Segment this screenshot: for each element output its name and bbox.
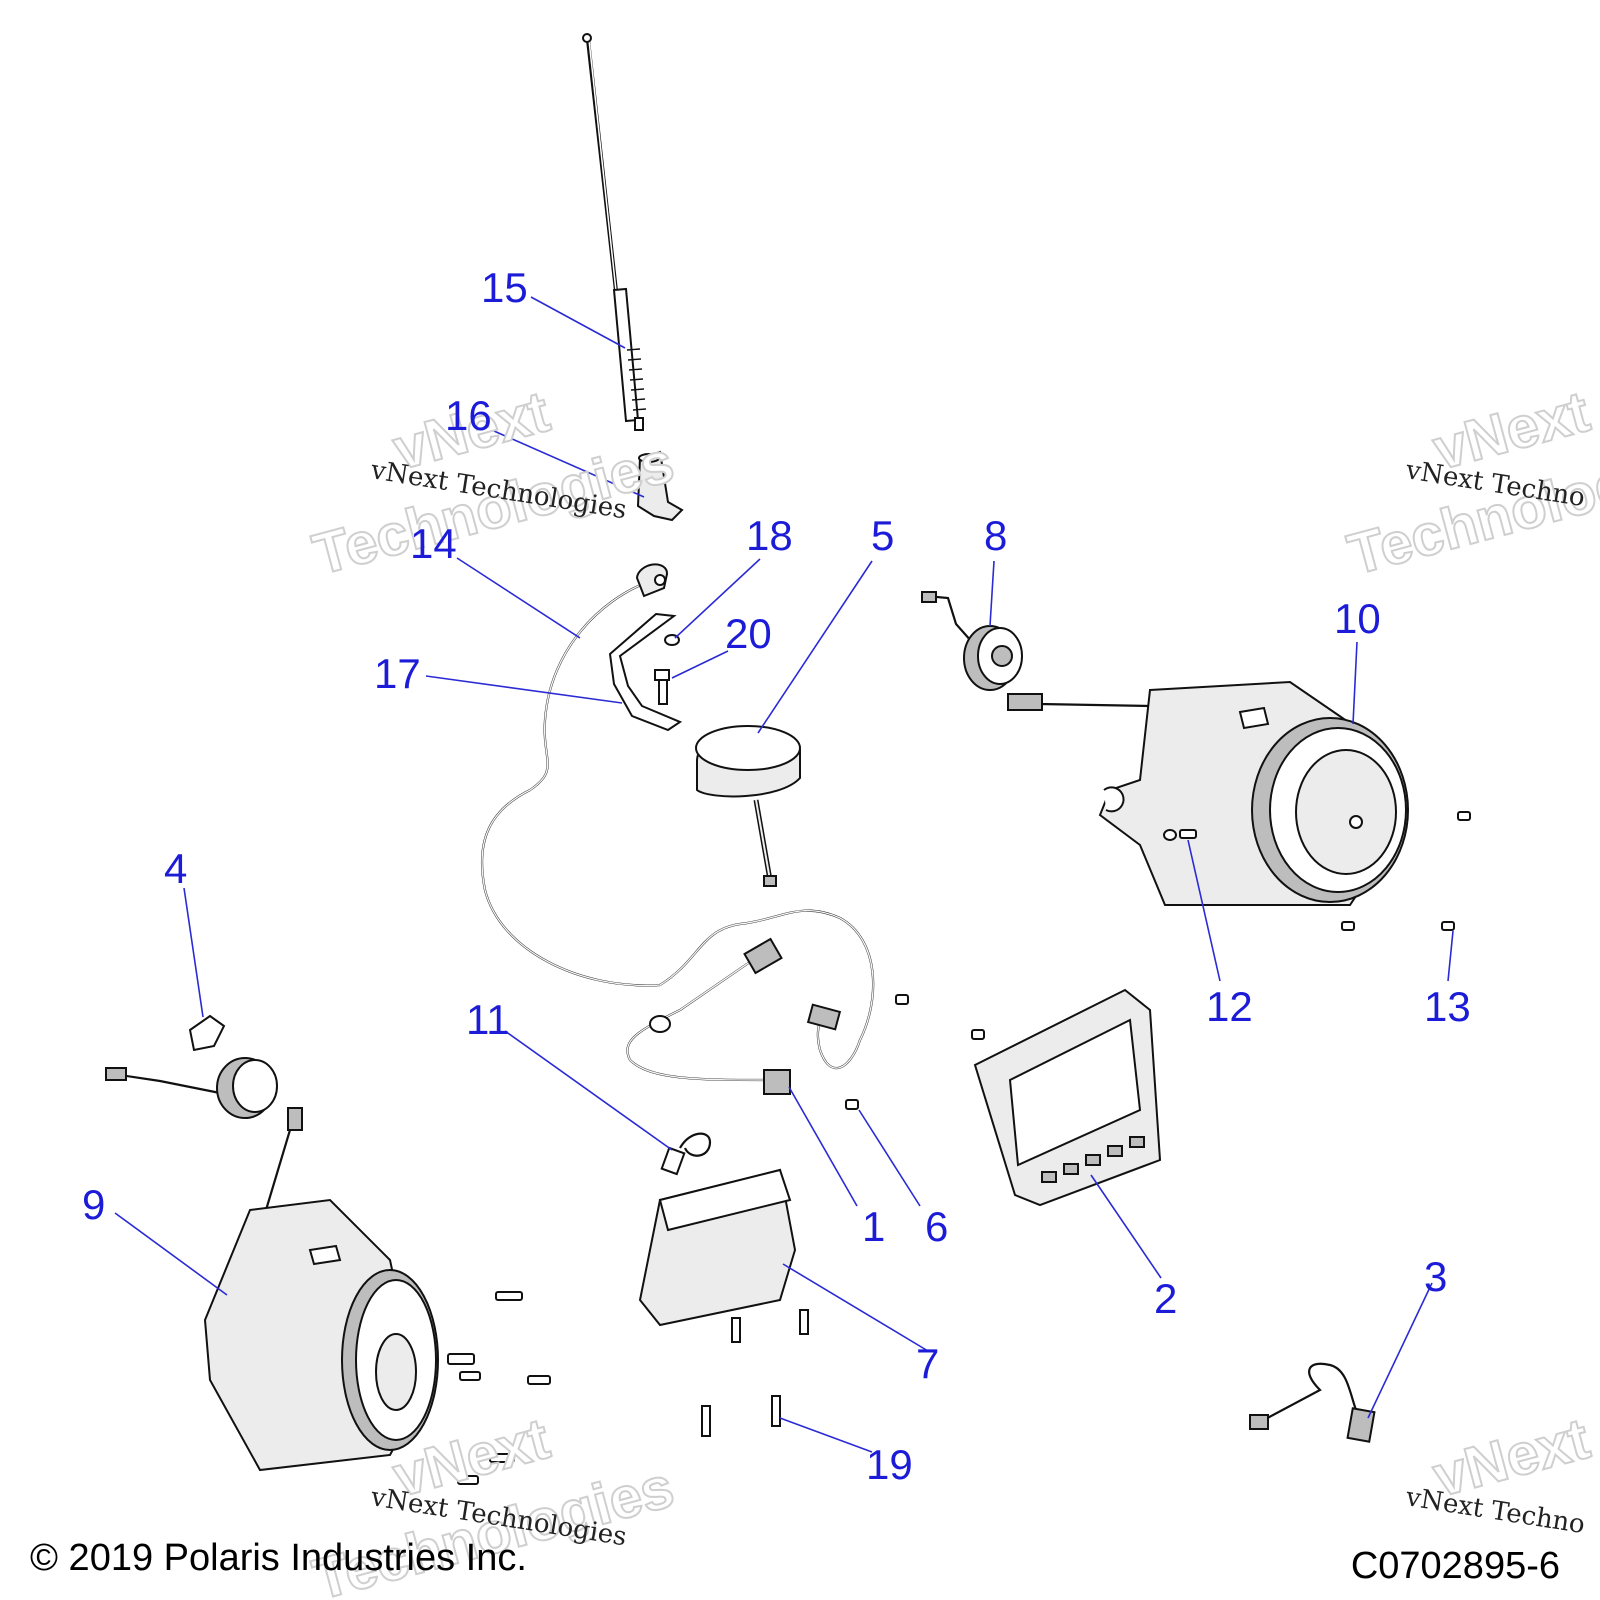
leader-10 xyxy=(1352,641,1358,725)
leader-8 xyxy=(989,560,995,627)
part-19-screws xyxy=(701,1309,809,1437)
leader-20 xyxy=(671,650,729,679)
watermark-bottom-right: vNext vNext Techno xyxy=(1403,1405,1597,1540)
leader-5 xyxy=(757,560,873,734)
callout-16: 16 xyxy=(445,392,492,439)
copyright-notice: © 2019 Polaris Industries Inc. xyxy=(30,1537,527,1579)
part-3-connector-harness xyxy=(1249,1362,1376,1443)
leader-3 xyxy=(1367,1282,1433,1419)
part-15-antenna-mast xyxy=(582,33,647,431)
callout-6: 6 xyxy=(925,1203,948,1250)
callout-5: 5 xyxy=(871,512,894,559)
watermark-top-right: vNext Technologies vNext Techno xyxy=(1341,378,1600,589)
part-20-bolt xyxy=(654,669,670,705)
leader-2 xyxy=(1090,1174,1162,1279)
leader-17 xyxy=(425,675,623,704)
leader-9 xyxy=(114,1212,228,1296)
callout-14: 14 xyxy=(410,520,457,567)
callout-12: 12 xyxy=(1206,983,1253,1030)
part-11-connector xyxy=(660,1132,712,1176)
leader-11 xyxy=(504,1030,673,1151)
part-10-speaker-pod-right xyxy=(1007,680,1409,906)
leader-6 xyxy=(858,1109,921,1207)
callout-9: 9 xyxy=(82,1181,105,1228)
callout-18: 18 xyxy=(746,512,793,559)
part-8-tweeter-right xyxy=(921,591,1023,691)
part-7-amplifier xyxy=(638,1168,797,1327)
part-1-wire-harness xyxy=(626,909,875,1095)
part-16-antenna-mount xyxy=(636,450,684,522)
leader-16 xyxy=(493,430,645,498)
figure-id: C0702895-6 xyxy=(1350,1545,1560,1587)
part-4-tweeter-clip xyxy=(188,1014,226,1052)
callout-11: 11 xyxy=(466,996,510,1043)
leader-lines xyxy=(114,296,1454,1453)
part-2-display xyxy=(973,988,1162,1207)
callout-19: 19 xyxy=(866,1441,913,1488)
leader-13 xyxy=(1447,930,1454,982)
callout-8: 8 xyxy=(984,512,1007,559)
callout-13: 13 xyxy=(1424,983,1471,1030)
callout-labels: 15 16 14 18 20 17 5 8 10 12 13 4 11 1 6 … xyxy=(82,264,1471,1488)
leader-14 xyxy=(456,557,581,639)
tweeter-left xyxy=(105,1057,278,1119)
left-speaker-screws xyxy=(447,1291,551,1485)
callout-1: 1 xyxy=(862,1203,885,1250)
leader-7 xyxy=(782,1263,929,1352)
leader-18 xyxy=(674,558,761,639)
part-14-antenna-cable xyxy=(480,563,669,987)
callout-2: 2 xyxy=(1154,1275,1177,1322)
part-9-speaker-pod-left xyxy=(203,1107,439,1472)
callout-3: 3 xyxy=(1424,1253,1447,1300)
callout-20: 20 xyxy=(725,610,772,657)
callout-7: 7 xyxy=(916,1340,939,1387)
callout-17: 17 xyxy=(374,650,421,697)
leader-12 xyxy=(1187,839,1221,982)
callout-10: 10 xyxy=(1334,595,1381,642)
leader-4 xyxy=(183,887,204,1018)
leader-19 xyxy=(779,1417,873,1453)
leader-1 xyxy=(788,1086,858,1207)
part-5-gps-antenna xyxy=(695,725,801,887)
callout-15: 15 xyxy=(481,264,528,311)
callout-4: 4 xyxy=(164,845,187,892)
part-12-13-screws-right xyxy=(1179,811,1471,931)
part-6-screws xyxy=(845,994,985,1110)
leader-15 xyxy=(530,296,626,349)
part-17-bracket xyxy=(608,612,683,732)
